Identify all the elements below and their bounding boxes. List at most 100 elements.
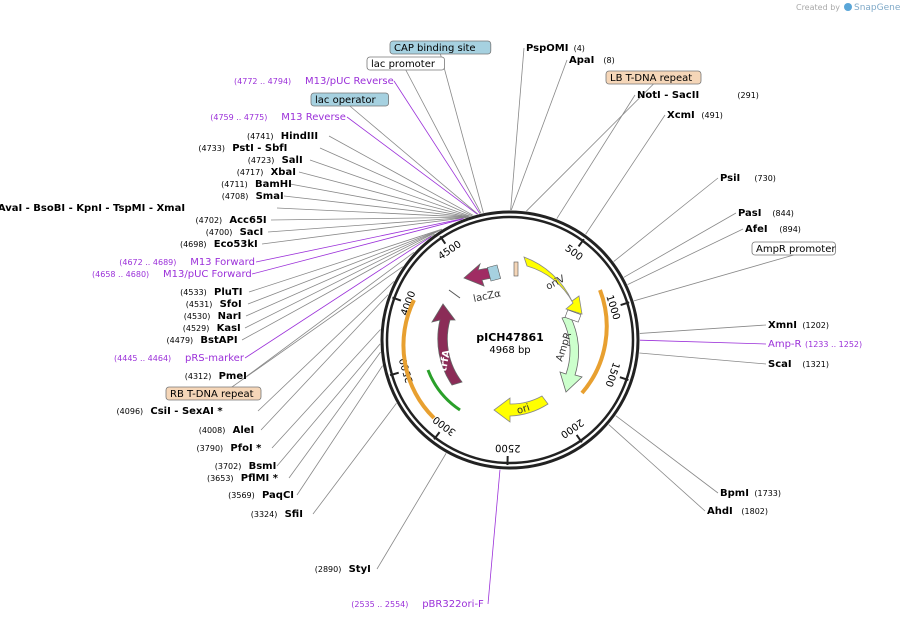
label-box — [366, 56, 445, 71]
label-name: PflMI * — [241, 473, 279, 484]
label-name: Eco53kI — [214, 239, 258, 250]
label-name: BstAPI — [200, 335, 237, 346]
label-position: (3702) — [215, 462, 242, 471]
leader-line — [319, 147, 473, 217]
label-name: PsiI — [720, 173, 740, 184]
label-m13fwd: (4672 .. 4689)M13 Forward — [119, 257, 255, 268]
label-name: BsmI — [249, 461, 277, 472]
label-position: (3790) — [197, 444, 224, 453]
label-name: PmeI — [219, 371, 247, 382]
label-position: (894) — [779, 225, 801, 234]
leader-line — [309, 159, 471, 217]
label-position: (4723) — [248, 156, 275, 165]
label-position: (3653) — [207, 474, 234, 483]
rb-marker — [448, 289, 461, 299]
leader-line — [613, 177, 719, 262]
label-position: (491) — [701, 111, 723, 120]
label-sfi: (3324)SfiI — [251, 509, 303, 520]
scale-label: 4500 — [436, 239, 463, 262]
label-sal1: (4723)SalI — [248, 155, 303, 166]
label-amprprom: AmpR promoter — [751, 241, 836, 256]
label-m13rev: (4759 .. 4775)M13 Reverse — [210, 112, 346, 123]
scale-label: 500 — [563, 243, 585, 263]
label-pas: (844)PasI — [738, 208, 794, 219]
scale-tick — [392, 296, 402, 302]
label-afe: (894)AfeI — [745, 224, 801, 235]
label-name: BamHI — [255, 179, 292, 190]
features: oriV AmpR ori trfA lacZα — [401, 256, 609, 423]
label-rbtdna: RB T-DNA repeat — [165, 386, 262, 401]
leader-line — [245, 229, 442, 317]
ori-label: ori — [516, 402, 532, 416]
scale-label: 2000 — [558, 416, 585, 440]
label-position: (4759 .. 4775) — [210, 113, 267, 122]
leader-line — [276, 207, 468, 218]
label-kas: (4529)KasI — [183, 323, 241, 334]
scale-tick — [439, 235, 447, 245]
leader-line — [608, 424, 706, 512]
leader-line — [510, 59, 568, 211]
leader-line — [556, 94, 636, 219]
label-pst1: (4733) PstI - SbfI — [198, 143, 287, 154]
leader-line — [244, 229, 442, 329]
label-lacop: lac operator — [310, 92, 389, 107]
label-position: (4708) — [222, 192, 249, 201]
label-name: ScaI — [768, 359, 792, 370]
scale-tick — [577, 238, 585, 248]
label-ahd: (1802)AhdI — [707, 506, 768, 517]
label-lacprom: lac promoter — [366, 56, 445, 71]
leader-line — [312, 403, 397, 515]
leader-line — [271, 329, 381, 449]
leader-line — [639, 352, 767, 365]
label-position: (4533) — [180, 288, 207, 297]
label-name: StyI — [349, 564, 371, 575]
label-position: (4445 .. 4464) — [114, 354, 171, 363]
lb-marker — [513, 261, 519, 277]
leader-line — [251, 218, 463, 275]
label-name: PstI - SbfI — [232, 143, 287, 154]
label-m13puc_rev: (4772 .. 4794)M13/pUC Reverse — [234, 76, 394, 87]
leader-line — [510, 47, 525, 211]
label-position: (1233 .. 1252) — [805, 340, 862, 349]
label-ava1: (4706)AvaI - BsoBI - KpnI - TspMI - XmaI — [0, 203, 185, 214]
label-position: (2890) — [315, 565, 342, 574]
label-name: AvaI - BsoBI - KpnI - TspMI - XmaI — [0, 203, 185, 214]
label-plu: (4533)PluTI — [180, 287, 242, 298]
label-position: (4711) — [221, 180, 248, 189]
label-position: (1321) — [802, 360, 829, 369]
label-position: (4700) — [206, 228, 233, 237]
leader-line — [526, 83, 654, 212]
trfa-label: trfA — [438, 349, 453, 373]
leader-line — [260, 294, 389, 431]
label-position: (1202) — [802, 321, 829, 330]
label-acc65: (4702)Acc65I — [196, 215, 267, 226]
label-name: PspOMI — [526, 43, 568, 54]
label-sty: (2890) StyI — [315, 564, 371, 575]
credit-prefix: Created by — [796, 3, 840, 12]
label-position: (4672 .. 4689) — [119, 258, 176, 267]
leader-line — [623, 212, 737, 278]
label-name: HindIII — [281, 131, 318, 142]
leader-lines — [213, 47, 794, 605]
leader-line — [289, 183, 469, 218]
label-bpm: (1733)BpmI — [720, 488, 781, 499]
label-hind3: (4741)HindIII — [247, 131, 318, 142]
label-position: (4698) — [180, 240, 207, 249]
label-box — [389, 40, 492, 55]
leader-line — [615, 415, 719, 494]
label-name: Acc65I — [229, 215, 266, 226]
leader-line — [244, 236, 432, 359]
leader-line — [241, 233, 435, 341]
label-name: SfoI — [220, 299, 242, 310]
leader-line — [247, 228, 442, 305]
label-name: XmnI — [768, 320, 797, 331]
label-position: (4733) — [198, 144, 225, 153]
leader-line — [267, 216, 467, 233]
leader-line — [248, 228, 443, 293]
label-name: XbaI — [271, 167, 296, 178]
label-cap: CAP binding site — [389, 40, 492, 55]
leader-line — [627, 228, 744, 285]
leader-line — [585, 114, 666, 235]
